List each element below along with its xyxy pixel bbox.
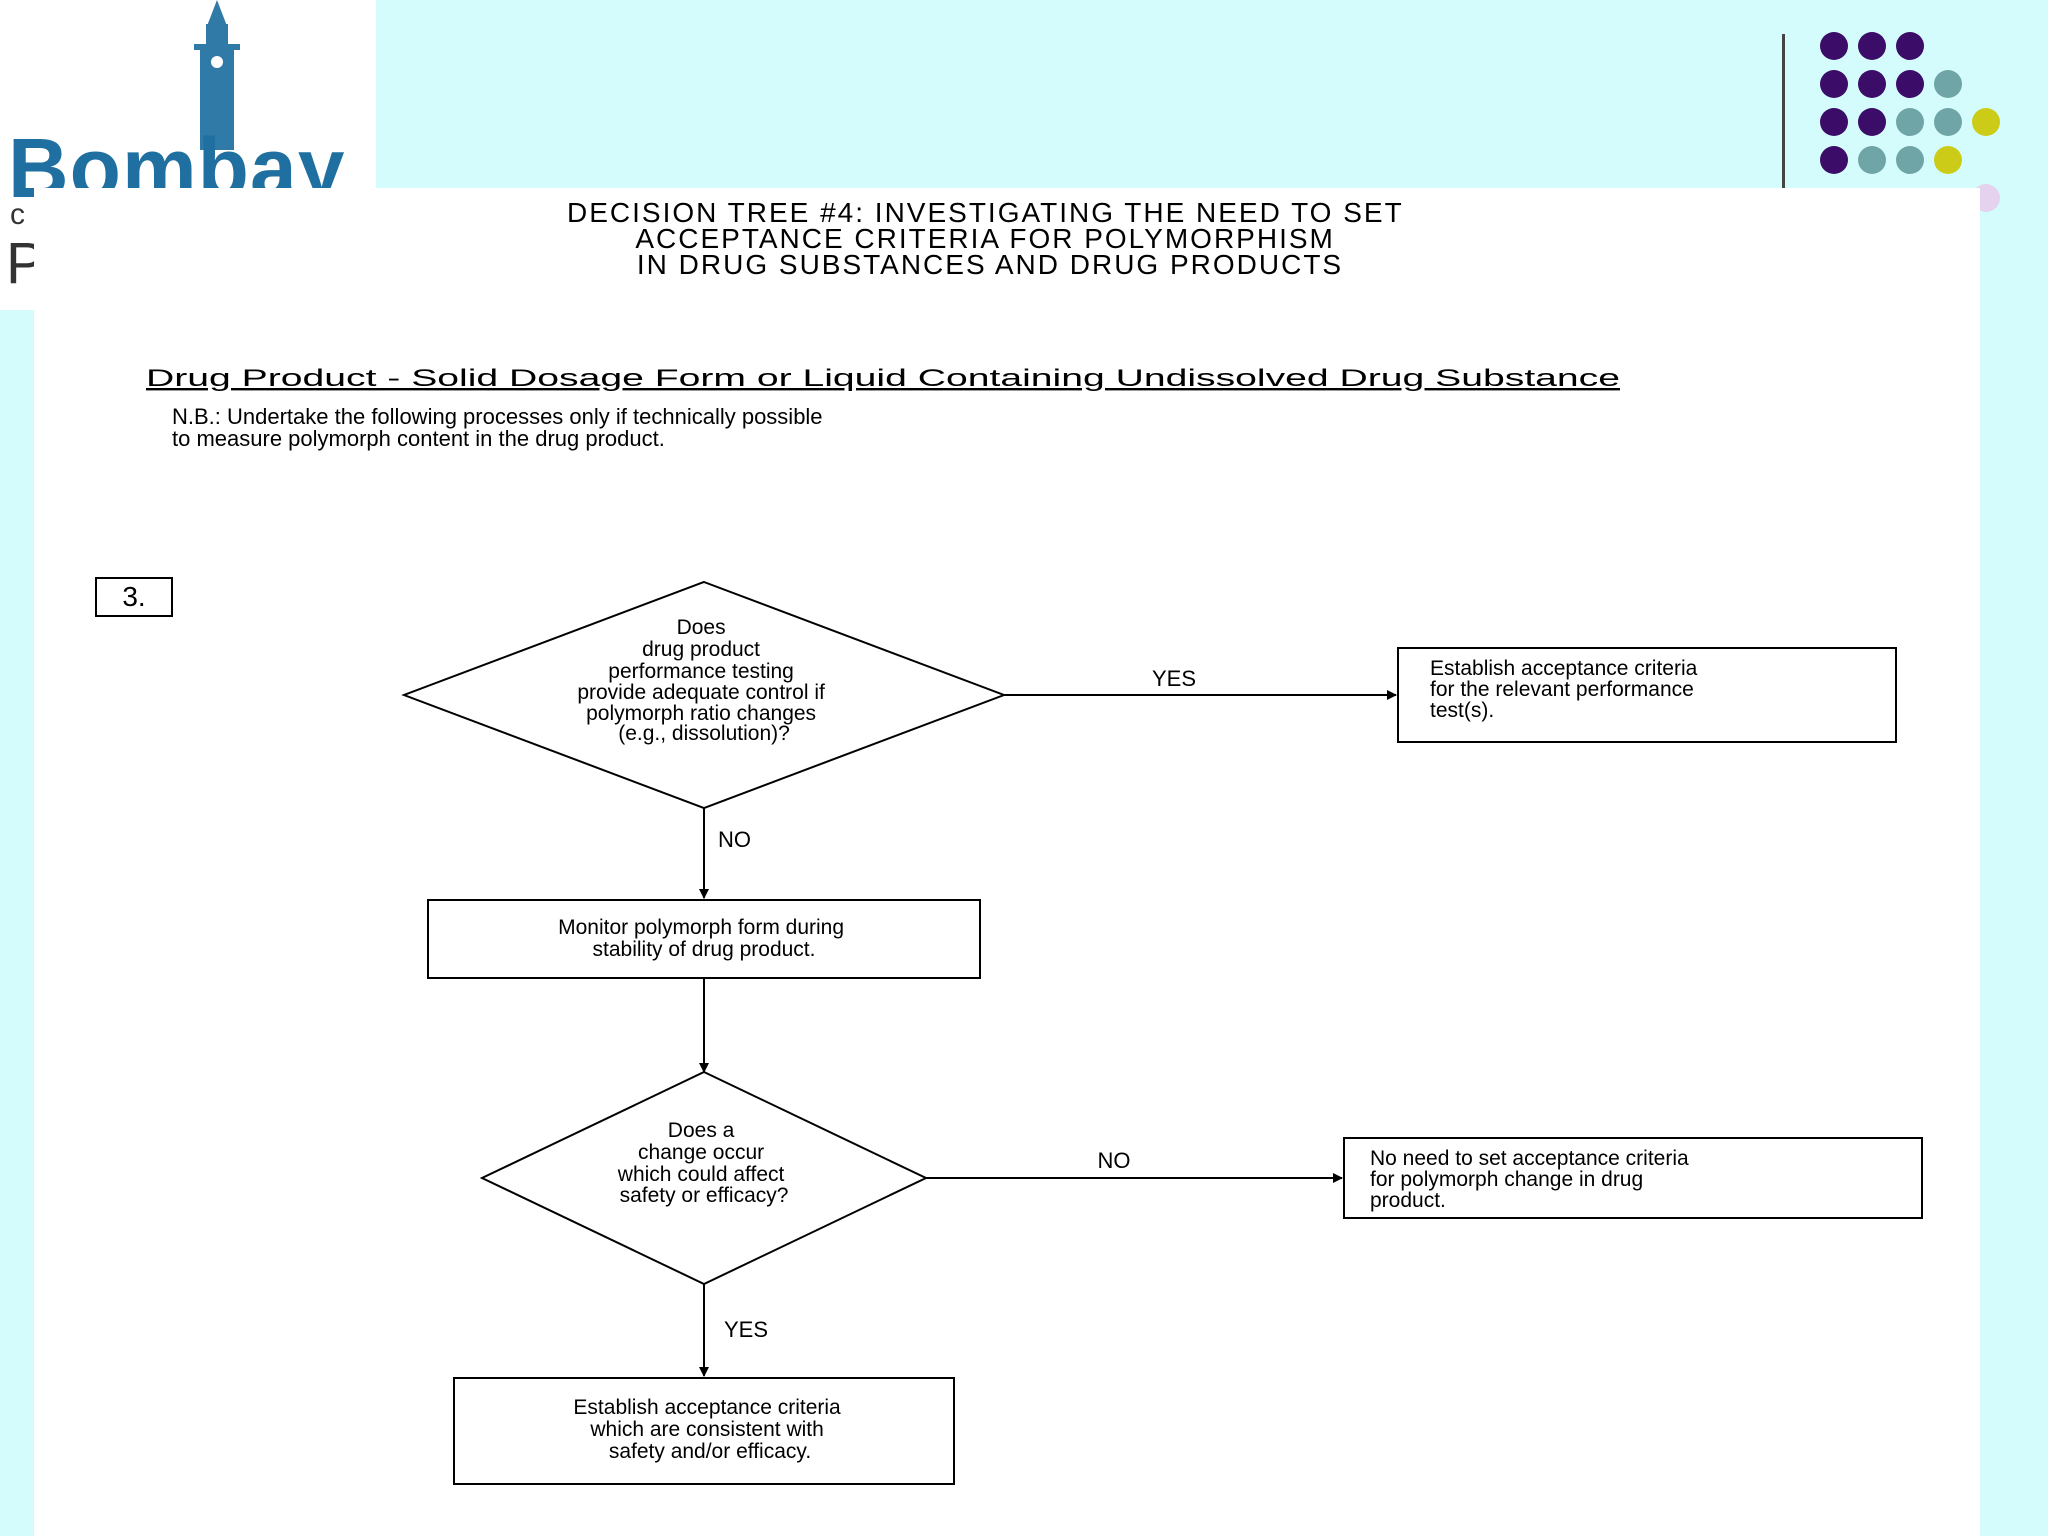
logo-fragment-top: c xyxy=(10,198,25,231)
decor-dot xyxy=(1820,108,1848,136)
yes-label-1: YES xyxy=(1152,666,1196,691)
step-label-box xyxy=(95,577,173,617)
no-label-1: NO xyxy=(718,827,751,852)
decision-performance-testing-text: Does drug product performance testing pr… xyxy=(577,616,830,745)
decor-dot xyxy=(1934,70,1962,98)
box-performance-criteria-text: Establish acceptance criteria for the re… xyxy=(1430,657,1703,722)
decor-dot xyxy=(1972,108,2000,136)
decor-dot xyxy=(1896,32,1924,60)
decor-dot xyxy=(1820,32,1848,60)
box-safety-criteria-text: Establish acceptance criteria which are … xyxy=(573,1396,846,1463)
decor-dot xyxy=(1858,146,1886,174)
box-no-criteria-needed-text: No need to set acceptance criteria for p… xyxy=(1370,1147,1695,1212)
decor-dot xyxy=(1858,108,1886,136)
decor-dot xyxy=(1820,146,1848,174)
decor-dot xyxy=(1858,70,1886,98)
clock-tower-icon xyxy=(194,0,240,150)
step-label: 3. xyxy=(122,581,145,612)
box-safety-criteria xyxy=(453,1377,955,1485)
decorative-divider xyxy=(1782,34,1785,204)
decision-safety-efficacy-text: Does a change occur which could affect s… xyxy=(617,1119,790,1207)
decor-dot xyxy=(1858,32,1886,60)
note-text: N.B.: Undertake the following processes … xyxy=(172,404,829,451)
decor-dot xyxy=(1934,108,1962,136)
box-no-criteria-needed xyxy=(1343,1137,1923,1219)
box-monitor-polymorph-text: Monitor polymorph form during stability … xyxy=(558,916,850,961)
decor-dot xyxy=(1934,146,1962,174)
yes-label-2: YES xyxy=(724,1317,768,1342)
decor-dot xyxy=(1896,146,1924,174)
decision-tree-diagram: DECISION TREE #4: INVESTIGATING THE NEED… xyxy=(95,197,1923,1485)
box-monitor-polymorph xyxy=(427,899,981,979)
decor-dot xyxy=(1820,70,1848,98)
diagram-title: DECISION TREE #4: INVESTIGATING THE NEED… xyxy=(567,197,1413,280)
diagram-sheet: DECISION TREE #4: INVESTIGATING THE NEED… xyxy=(34,188,1980,1536)
decor-dot xyxy=(1896,70,1924,98)
no-label-2: NO xyxy=(1098,1148,1131,1173)
box-performance-criteria xyxy=(1397,647,1897,743)
decor-dot xyxy=(1896,108,1924,136)
diagram-subtitle: Drug Product - Solid Dosage Form or Liqu… xyxy=(146,365,1620,392)
